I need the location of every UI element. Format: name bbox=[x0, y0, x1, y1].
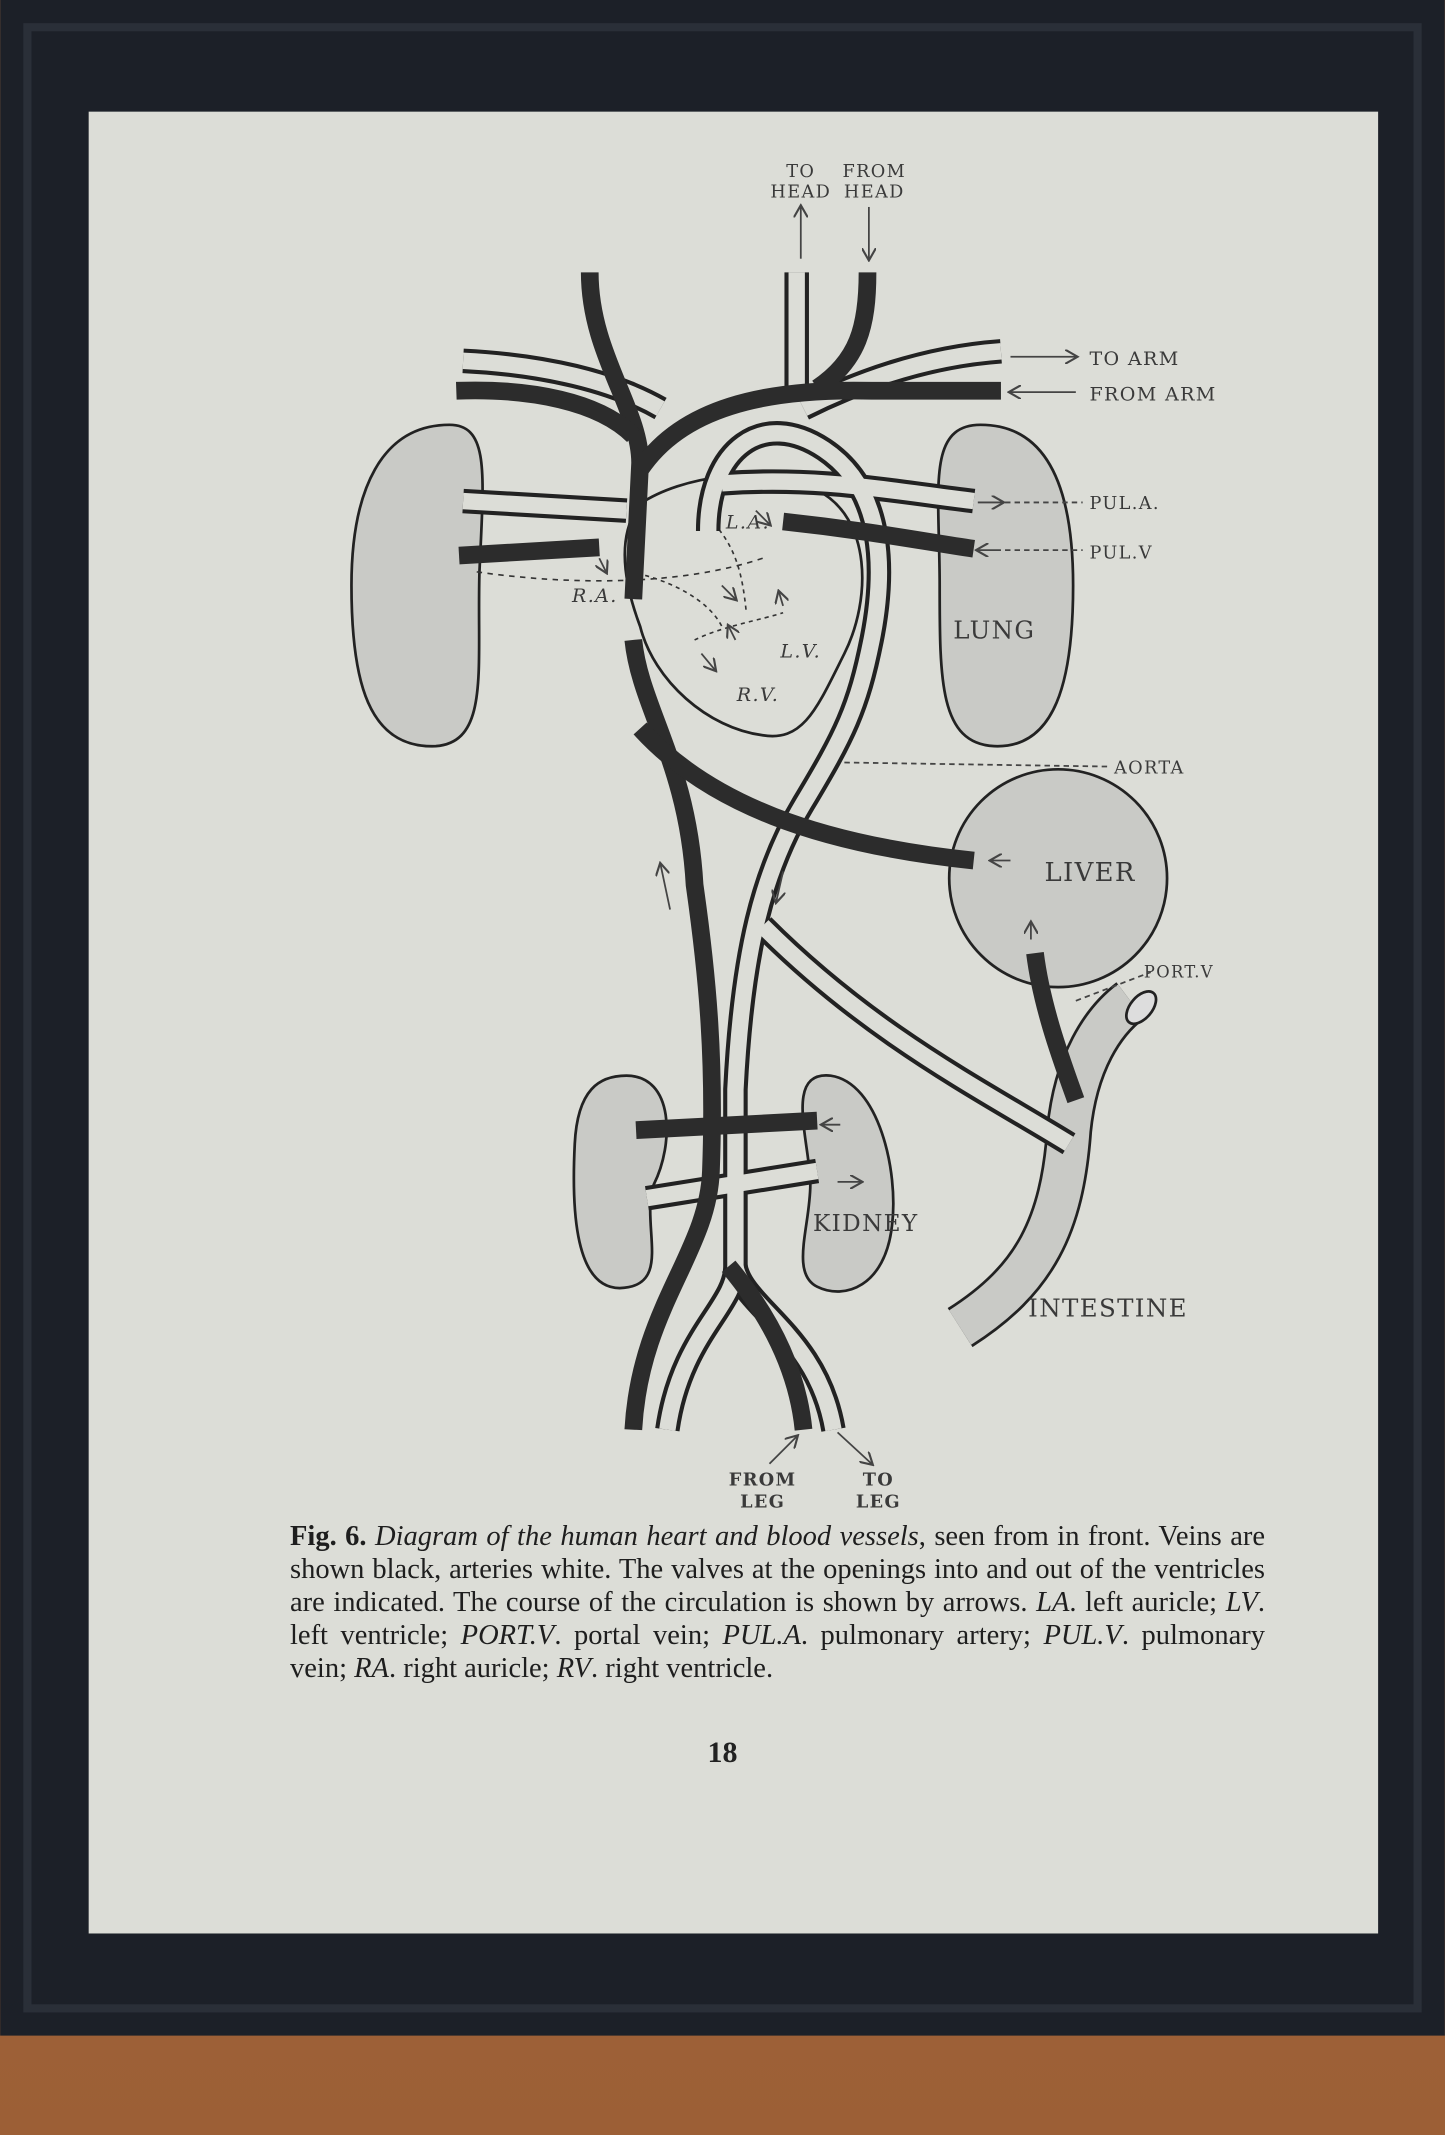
figure-caption: Fig. 6. Diagram of the human heart and b… bbox=[290, 1520, 1265, 1685]
caption-abbr: RA bbox=[354, 1653, 389, 1684]
caption-abbr: LA bbox=[1036, 1587, 1070, 1618]
caption-abbr: RV bbox=[556, 1653, 592, 1684]
caption-text: . pulmonary vein; bbox=[290, 1620, 1265, 1684]
from-head-label-2: HEAD bbox=[844, 182, 905, 202]
caption-text: . left ventricle; bbox=[290, 1587, 1266, 1651]
caption-text: . pulmonary artery; bbox=[800, 1620, 1044, 1651]
pul-a-label: PUL.A. bbox=[1089, 494, 1159, 514]
liver bbox=[947, 767, 1169, 989]
right-lung bbox=[936, 423, 1075, 748]
caption-abbr: PORT.V bbox=[460, 1620, 555, 1651]
rv-label: R.V. bbox=[736, 684, 779, 706]
caption-text: . portal vein; bbox=[554, 1620, 723, 1651]
caption-text: . right ventricle. bbox=[591, 1653, 774, 1684]
caption-abbr: PUL.V bbox=[1043, 1620, 1122, 1651]
to-head-label-2: HEAD bbox=[770, 182, 831, 202]
to-leg-label-2: LEG bbox=[856, 1491, 901, 1512]
page-number: 18 bbox=[707, 1736, 738, 1769]
left-kidney bbox=[572, 1074, 669, 1290]
kidney-label: KIDNEY bbox=[813, 1211, 919, 1237]
from-leg-label-2: LEG bbox=[740, 1491, 785, 1512]
to-head-label-1: TO bbox=[786, 162, 815, 182]
from-head-label-1: FROM bbox=[842, 162, 906, 182]
la-label: L.A. bbox=[725, 511, 770, 533]
lv-label: L.V. bbox=[779, 641, 821, 663]
liver-label: LIVER bbox=[1045, 858, 1136, 888]
caption-title: Diagram of the human heart and blood ves… bbox=[375, 1521, 919, 1552]
caption-text: , seen from in front. Veins are shown bl… bbox=[290, 1521, 1265, 1618]
aorta-label: AORTA bbox=[1113, 758, 1185, 778]
pul-v-label: PUL.V bbox=[1089, 543, 1152, 563]
caption-abbr: LV bbox=[1225, 1587, 1258, 1618]
from-leg-label-1: FROM bbox=[729, 1470, 797, 1491]
veins bbox=[455, 272, 1085, 1431]
to-leg-label-1: TO bbox=[863, 1470, 894, 1491]
caption-text: . left auricle; bbox=[1069, 1587, 1226, 1618]
caption-text: . right auricle; bbox=[388, 1653, 557, 1684]
ra-label: R.A. bbox=[571, 585, 618, 607]
caption-fig-number: Fig. 6. bbox=[290, 1521, 367, 1552]
port-v-label: PORT.V bbox=[1144, 963, 1214, 982]
to-arm-label: TO ARM bbox=[1089, 348, 1179, 370]
from-arm-label: FROM ARM bbox=[1089, 383, 1216, 405]
caption-abbr: PUL.A bbox=[722, 1620, 801, 1651]
intestine-label: INTESTINE bbox=[1028, 1294, 1188, 1323]
lung-label: LUNG bbox=[953, 616, 1035, 645]
